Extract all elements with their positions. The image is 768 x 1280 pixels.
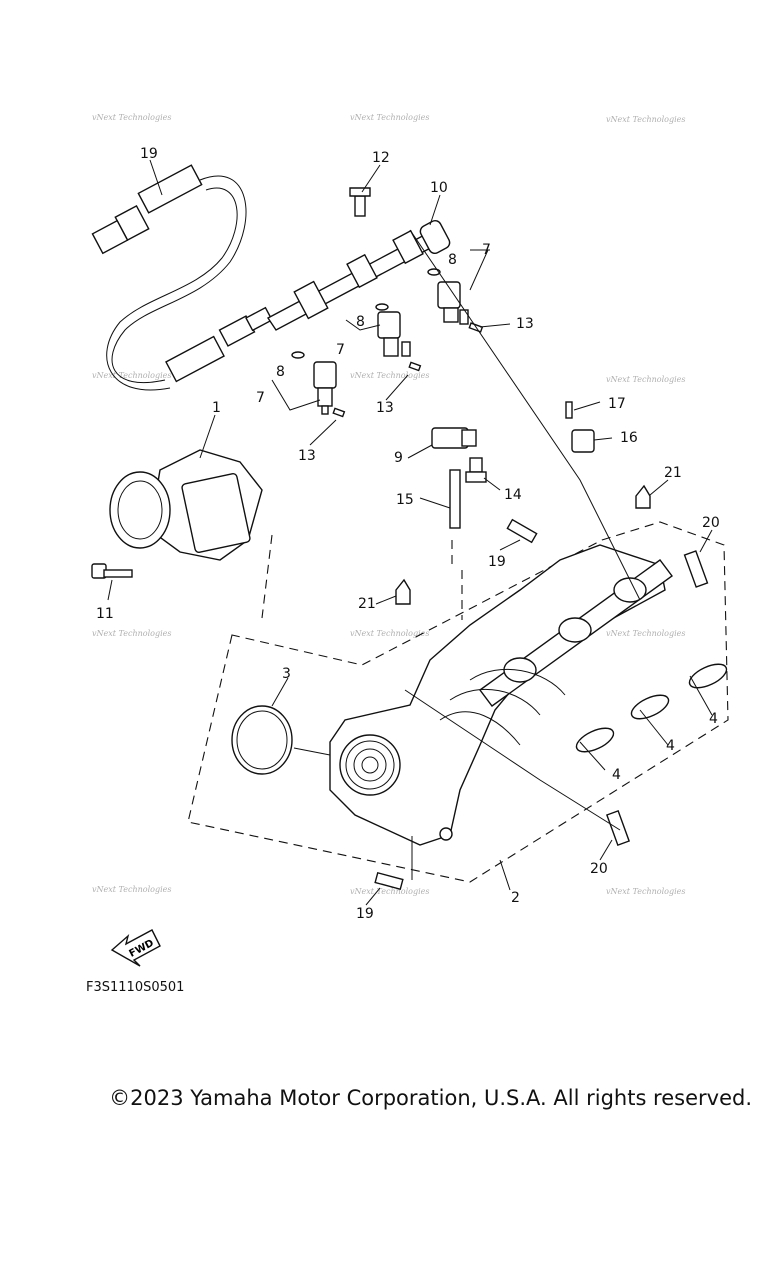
callout-21: 21 — [358, 596, 376, 612]
screw — [565, 401, 573, 419]
watermark: vNext Technologies — [92, 629, 171, 638]
callout-14: 14 — [504, 487, 522, 503]
callout-7: 7 — [256, 390, 265, 406]
callout-8: 8 — [356, 314, 365, 330]
watermark: vNext Technologies — [606, 375, 685, 384]
fuel-injectors — [291, 268, 484, 418]
injector — [377, 311, 411, 357]
callout-3: 3 — [282, 666, 291, 682]
callout-11: 11 — [96, 606, 114, 622]
nut — [395, 578, 411, 605]
watermark: vNext Technologies — [350, 629, 429, 638]
pressure-sensor — [571, 429, 595, 453]
fuel-rail — [266, 187, 451, 331]
forward-arrow-icon: FWD — [110, 929, 161, 967]
callout-19: 19 — [488, 554, 506, 570]
bolt — [374, 871, 404, 891]
manifold-seal — [630, 694, 670, 720]
callout-15: 15 — [396, 492, 414, 508]
bolt — [91, 563, 133, 579]
watermark: vNext Technologies — [350, 113, 429, 122]
copyright-notice: ©2023 Yamaha Motor Corporation, U.S.A. A… — [109, 1086, 752, 1110]
watermark: vNext Technologies — [92, 885, 171, 894]
watermark: vNext Technologies — [606, 115, 685, 124]
callout-10: 10 — [430, 180, 448, 196]
pipe — [449, 469, 461, 529]
watermark: vNext Technologies — [350, 887, 429, 896]
watermark: vNext Technologies — [92, 371, 171, 380]
fitting — [465, 457, 487, 483]
callout-4: 4 — [612, 767, 621, 783]
parts-diagram: vNext Technologies vNext Technologies vN… — [86, 113, 729, 995]
callout-8: 8 — [276, 364, 285, 380]
watermark: vNext Technologies — [350, 371, 429, 380]
callout-19: 19 — [356, 906, 374, 922]
callout-17: 17 — [608, 396, 626, 412]
throttle-body — [109, 449, 263, 561]
callout-13: 13 — [516, 316, 534, 332]
callout-8: 8 — [448, 252, 457, 268]
callout-13: 13 — [376, 400, 394, 416]
assembly-outlines — [187, 521, 729, 883]
stud-bolt — [605, 810, 631, 846]
callout-1: 1 — [212, 400, 221, 416]
callout-7: 7 — [336, 342, 345, 358]
bolt — [506, 518, 538, 544]
drawing-code: F3S1110S0501 — [86, 980, 184, 995]
watermark: vNext Technologies — [606, 629, 685, 638]
watermark: vNext Technologies — [606, 887, 685, 896]
watermarks: vNext Technologies vNext Technologies vN… — [92, 113, 685, 896]
sensor — [431, 427, 477, 449]
callout-labels: 19 12 10 7 8 8 7 13 8 7 13 13 1 17 16 9 … — [96, 146, 720, 922]
callout-4: 4 — [666, 738, 675, 754]
stud-bolt — [683, 550, 709, 588]
callout-16: 16 — [620, 430, 638, 446]
injector — [437, 281, 469, 325]
callout-2: 2 — [511, 890, 520, 906]
callout-9: 9 — [394, 450, 403, 466]
leader-lines — [107, 159, 713, 906]
intake-manifold — [329, 544, 673, 846]
gasket — [231, 705, 293, 775]
o-ring — [291, 351, 305, 359]
callout-18: 19 — [140, 146, 158, 162]
callout-13: 13 — [298, 448, 316, 464]
callout-21: 21 — [664, 465, 682, 481]
seal — [408, 361, 422, 372]
o-ring — [375, 303, 389, 311]
injector — [313, 361, 337, 415]
callout-4: 4 — [709, 711, 718, 727]
fuel-hose — [91, 164, 273, 391]
manifold-seal — [688, 663, 728, 689]
nut — [635, 484, 651, 509]
callout-20: 20 — [702, 515, 720, 531]
manifold-seal — [575, 727, 615, 753]
watermark: vNext Technologies — [92, 113, 171, 122]
callout-7: 7 — [482, 242, 491, 258]
seal — [332, 407, 346, 418]
callout-20: 20 — [590, 861, 608, 877]
callout-12: 12 — [372, 150, 390, 166]
